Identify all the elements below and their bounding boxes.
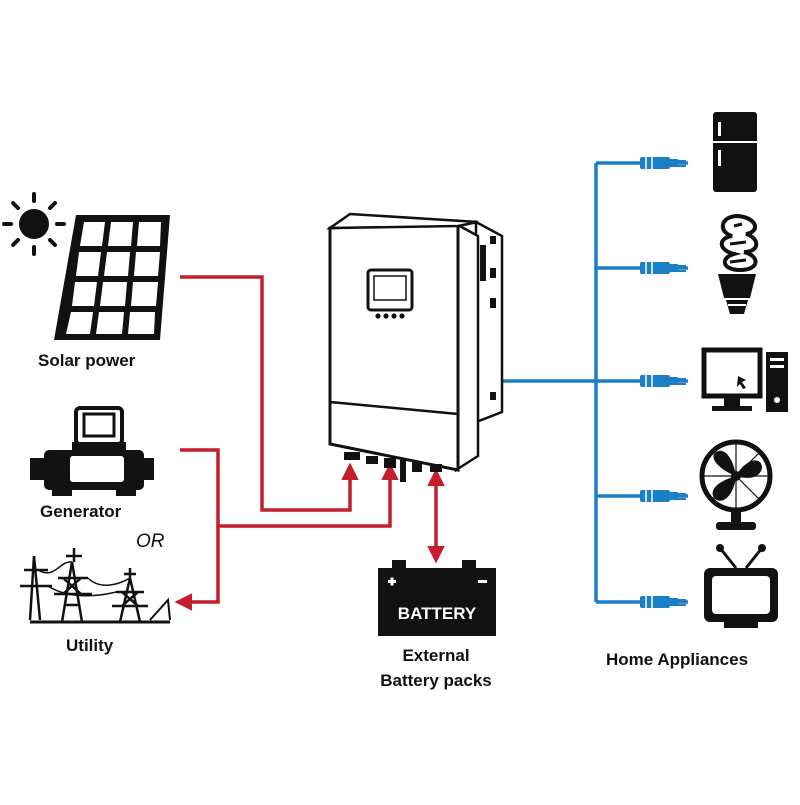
plug-icon [640, 490, 686, 502]
external-label-line2: Battery packs [380, 670, 492, 690]
home-appliances-label: Home Appliances [606, 650, 749, 669]
tv-icon [704, 544, 778, 628]
inverter-icon [325, 212, 504, 482]
or-label: OR [136, 531, 165, 552]
appliance-plugs [640, 157, 686, 608]
refrigerator-icon [713, 112, 757, 192]
external-battery-label: External Battery packs [366, 644, 506, 693]
solar-power-label: Solar power [38, 351, 136, 370]
plug-icon [640, 157, 686, 169]
plug-icon [640, 262, 686, 274]
plug-icon [640, 375, 686, 387]
generator-label: Generator [40, 502, 122, 521]
generator-line [180, 448, 399, 528]
power-tower-icon [20, 548, 171, 624]
fan-icon [699, 439, 773, 530]
battery-icon: BATTERY [378, 560, 496, 636]
solar-panel-icon [54, 215, 170, 340]
solar-line [180, 275, 359, 512]
external-label-line1: External [402, 646, 470, 665]
utility-line [174, 526, 220, 611]
red-connections [174, 275, 445, 611]
battery-label: BATTERY [398, 604, 477, 623]
utility-label: Utility [66, 636, 114, 655]
light-bulb-icon [718, 213, 759, 314]
generator-icon [30, 406, 154, 496]
plug-icon [640, 596, 686, 608]
sun-icon [2, 192, 66, 256]
computer-icon [701, 347, 788, 412]
